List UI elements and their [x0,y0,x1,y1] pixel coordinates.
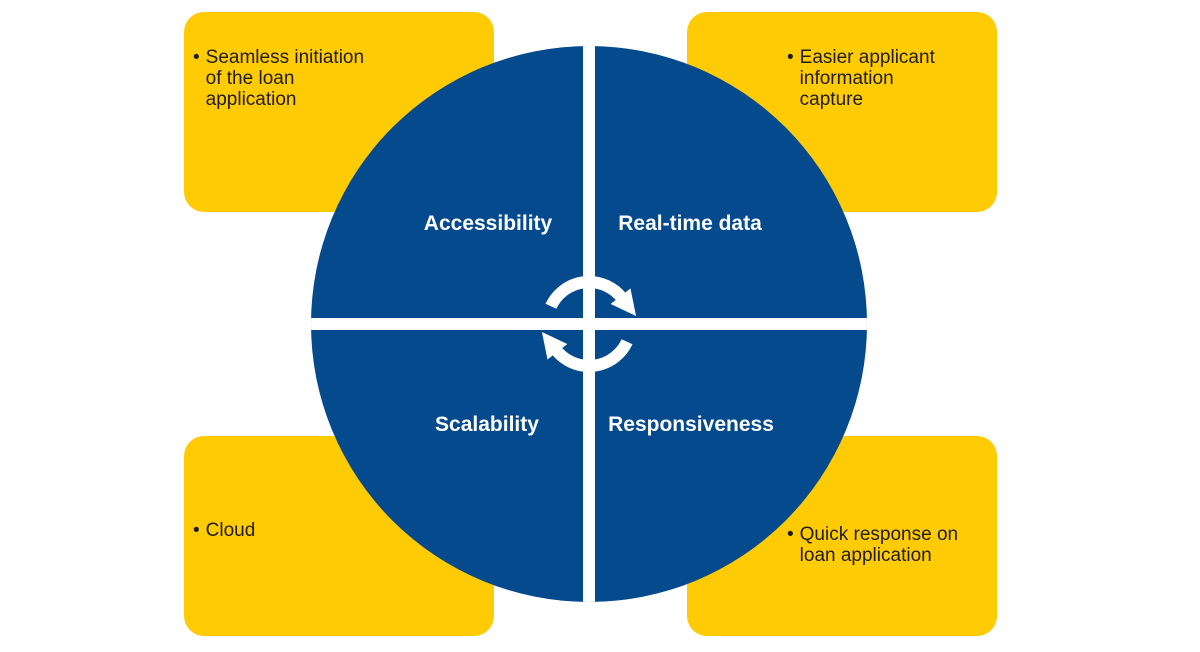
callout-text-bottom-right: Quick response on loan application [799,524,959,566]
bullet-icon: • [787,47,794,68]
bullet-icon: • [787,524,794,545]
callout-content: • Cloud [193,520,255,541]
quadrant-circle: Accessibility Real-time data Scalability… [311,46,867,602]
quadrant-label-bottom-left: Scalability [435,413,539,436]
callout-content: • Easier applicant information capture [787,47,935,110]
callout-content: • Seamless initiation of the loan applic… [193,47,364,110]
cycle-arrows-icon [541,276,637,372]
callout-text-top-left: Seamless initiation of the loan applicat… [205,47,365,110]
quadrant-label-top-left: Accessibility [423,212,553,235]
callout-text-bottom-left: Cloud [205,520,256,541]
quadrant-label-bottom-right: Responsiveness [608,413,774,436]
quadrant-divider-horizontal [311,318,867,330]
bullet-icon: • [193,47,200,68]
callout-text-top-right: Easier applicant information capture [799,47,935,110]
bullet-icon: • [193,520,200,541]
callout-content: • Quick response on loan application [787,524,958,566]
quadrant-label-top-right: Real-time data [618,212,762,235]
